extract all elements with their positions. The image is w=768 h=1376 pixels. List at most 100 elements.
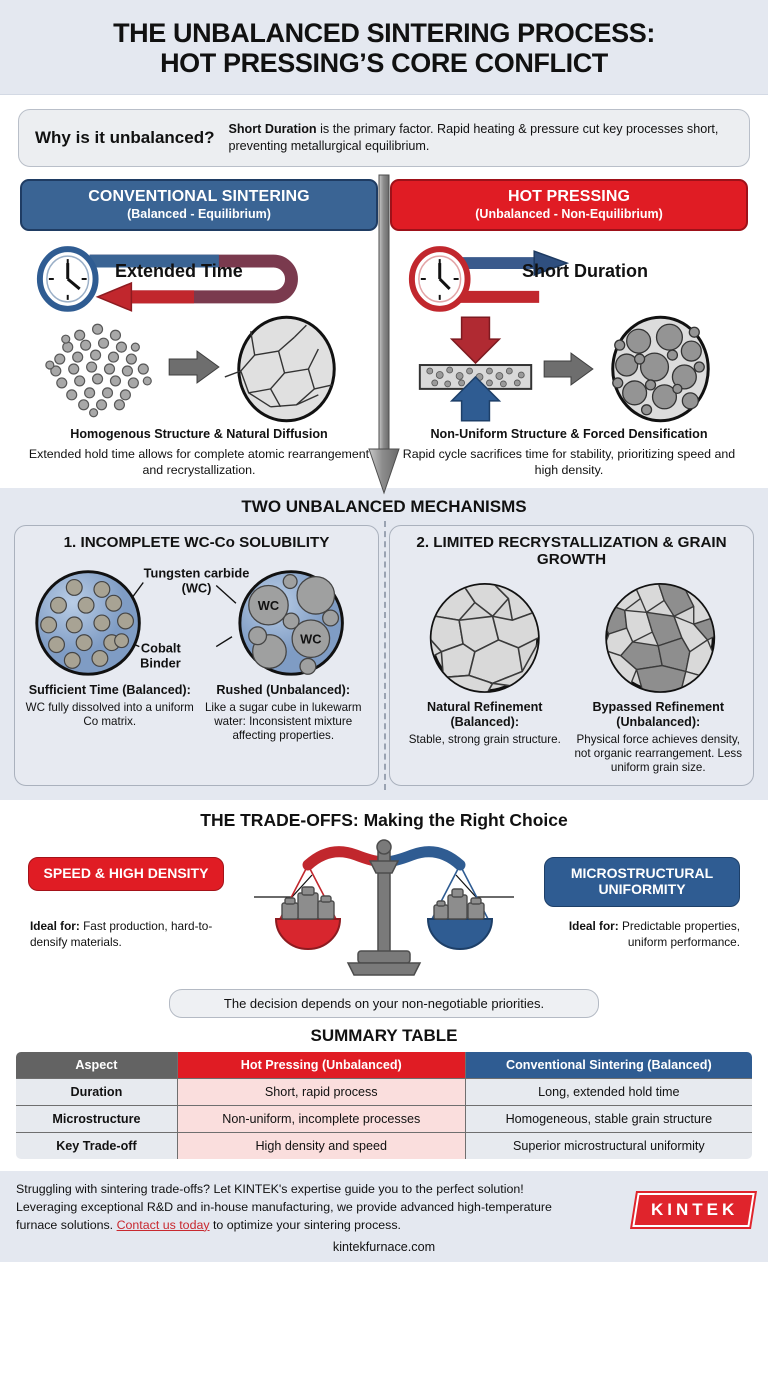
- column-hot-pressing: HOT PRESSING (Unbalanced - Non-Equilibri…: [384, 179, 754, 478]
- mechanisms-section: TWO UNBALANCED MECHANISMS 1. INCOMPLETE …: [0, 488, 768, 801]
- mechanism-2-heading: 2. LIMITED RECRYSTALLIZATION & GRAIN GRO…: [416, 534, 727, 569]
- why-answer-rest: is the primary factor. Rapid heating & p…: [228, 122, 719, 154]
- mechanism-2-left-desc: Stable, strong grain structure.: [408, 733, 561, 747]
- page-title-line2: HOT PRESSING’S CORE CONFLICT: [160, 48, 608, 79]
- short-duration-graphic: Short Duration: [390, 239, 748, 313]
- page-title: THE UNBALANCED SINTERING PROCESS: HOT PR…: [20, 18, 748, 78]
- mechanisms-title: TWO UNBALANCED MECHANISMS: [241, 497, 527, 517]
- tradeoff-right-ideal-label: Ideal for:: [568, 919, 619, 934]
- decision-note: The decision depends on your non-negotia…: [169, 989, 599, 1019]
- mechanism-2-right-title: Bypassed Refinement (Unbalanced):: [592, 700, 725, 730]
- mechanism-1-captions: Sufficient Time (Balanced): WC fully dis…: [23, 683, 370, 743]
- mechanism-1-left-title: Sufficient Time (Balanced):: [28, 683, 191, 698]
- tradeoff-right-ideal-text: Predictable properties, uniform performa…: [618, 919, 740, 949]
- tradeoff-left-ideal-label: Ideal for:: [30, 919, 80, 934]
- comparison-section: CONVENTIONAL SINTERING (Balanced - Equil…: [0, 171, 768, 496]
- conventional-header-sub: (Balanced - Equilibrium): [127, 207, 271, 222]
- why-box: Why is it unbalanced? Short Duration is …: [18, 109, 750, 168]
- table-header-conventional: Conventional Sintering (Balanced): [464, 1052, 752, 1080]
- hotpressing-header: HOT PRESSING (Unbalanced - Non-Equilibri…: [390, 179, 748, 232]
- hotpressing-header-main: HOT PRESSING: [507, 188, 631, 206]
- table-header-row: Aspect Hot Pressing (Unbalanced) Convent…: [16, 1052, 752, 1080]
- clock-icon: [36, 246, 99, 312]
- uniform-wc-co-circle: [35, 570, 141, 677]
- annotation-tungsten-carbide: Tungsten carbide: [144, 566, 250, 581]
- tradeoff-pill-speed-density[interactable]: SPEED & HIGH DENSITY: [28, 857, 224, 892]
- footer-cta-text: Struggling with sintering trade-offs? Le…: [16, 1181, 576, 1234]
- svg-text:(WC): (WC): [182, 581, 212, 596]
- rushed-wc-co-circle: WC WC: [238, 570, 344, 677]
- annotation-cobalt: Cobalt: [141, 641, 182, 656]
- mechanisms-cards: 1. INCOMPLETE WC-Co SOLUBILITY Tungsten …: [14, 521, 754, 791]
- page-title-line1: THE UNBALANCED SINTERING PROCESS:: [113, 18, 655, 48]
- why-section: Why is it unbalanced? Short Duration is …: [0, 95, 768, 172]
- mechanism-card-1: 1. INCOMPLETE WC-Co SOLUBILITY Tungsten …: [14, 525, 379, 787]
- title-band: THE UNBALANCED SINTERING PROCESS: HOT PR…: [0, 0, 768, 96]
- mechanism-2-figure: [398, 572, 745, 700]
- contact-us-link[interactable]: Contact us today: [116, 1217, 210, 1232]
- mechanism-1-left-desc: WC fully dissolved into a uniform Co mat…: [25, 701, 194, 729]
- tradeoffs-section: THE TRADE-OFFS: Making the Right Choice …: [0, 800, 768, 1019]
- tradeoff-left-ideal-text: Fast production, hard-to-densify materia…: [30, 919, 213, 949]
- conventional-microstructure-graphic: [20, 315, 378, 423]
- hotpressing-microstructure-graphic: [390, 315, 748, 423]
- mechanism-1-figure: Tungsten carbide (WC) Cobalt Binder: [23, 555, 370, 683]
- tradeoffs-title: THE TRADE-OFFS: Making the Right Choice: [200, 810, 568, 831]
- mechanisms-divider: [384, 521, 386, 791]
- footer-text-part2: to optimize your sintering process.: [209, 1217, 401, 1232]
- hotpressing-caption-bold: Non-Uniform Structure & Forced Densifica…: [430, 427, 708, 442]
- mechanism-1-right-desc: Like a sugar cube in lukewarm water: Inc…: [204, 701, 362, 743]
- table-cell-hot: Non-uniform, incomplete processes: [176, 1105, 466, 1134]
- footer: Struggling with sintering trade-offs? Le…: [0, 1171, 768, 1263]
- hotpressing-caption-sub: Rapid cycle sacrifices time for stabilit…: [402, 447, 736, 478]
- footer-text-part1: Struggling with sintering trade-offs? Le…: [16, 1182, 552, 1232]
- mechanism-2-captions: Natural Refinement (Balanced): Stable, s…: [398, 700, 745, 775]
- summary-table-section: SUMMARY TABLE Aspect Hot Pressing (Unbal…: [0, 1018, 768, 1162]
- extended-time-label: Extended Time: [115, 261, 243, 282]
- mechanism-2-right-desc: Physical force achieves density, not org…: [574, 733, 743, 775]
- tradeoff-left-ideal: Ideal for: Fast production, hard-to-dens…: [30, 919, 226, 949]
- mechanism-1-heading: 1. INCOMPLETE WC-Co SOLUBILITY: [63, 534, 330, 552]
- table-row: Key Trade-off High density and speed Sup…: [16, 1132, 752, 1160]
- summary-table-title: SUMMARY TABLE: [310, 1026, 458, 1046]
- extended-time-graphic: Extended Time: [20, 239, 378, 313]
- tradeoff-pill-microstructural-uniformity[interactable]: MICROSTRUCTURAL UNIFORMITY: [544, 857, 740, 907]
- table-row: Duration Short, rapid process Long, exte…: [16, 1078, 752, 1107]
- hotpressing-header-sub: (Unbalanced - Non-Equilibrium): [475, 207, 663, 222]
- table-cell-aspect: Key Trade-off: [16, 1132, 178, 1160]
- table-cell-aspect: Duration: [16, 1078, 178, 1107]
- table-cell-conv: Homogeneous, stable grain structure: [464, 1105, 752, 1134]
- mechanism-2-left-title: Natural Refinement (Balanced):: [427, 700, 543, 730]
- short-duration-label: Short Duration: [522, 261, 648, 282]
- kintek-logo[interactable]: KINTEK: [632, 1193, 755, 1228]
- nonuniform-grain-circle: [605, 583, 716, 694]
- table-cell-conv: Long, extended hold time: [464, 1078, 752, 1107]
- table-cell-aspect: Microstructure: [16, 1105, 178, 1134]
- mechanism-card-2: 2. LIMITED RECRYSTALLIZATION & GRAIN GRO…: [389, 525, 754, 787]
- process-direction-arrow: [367, 171, 401, 506]
- wc-label: WC: [300, 632, 321, 647]
- column-conventional-sintering: CONVENTIONAL SINTERING (Balanced - Equil…: [14, 179, 384, 478]
- table-header-aspect: Aspect: [16, 1052, 178, 1080]
- table-cell-hot: High density and speed: [176, 1132, 466, 1160]
- conventional-header-main: CONVENTIONAL SINTERING: [88, 188, 310, 206]
- uniform-grain-circle: [429, 583, 540, 694]
- balance-scale-icon: [254, 839, 514, 977]
- table-cell-conv: Superior microstructural uniformity: [464, 1132, 752, 1160]
- table-row: Microstructure Non-uniform, incomplete p…: [16, 1105, 752, 1134]
- conventional-caption-bold: Homogenous Structure & Natural Diffusion: [70, 427, 328, 442]
- why-question: Why is it unbalanced?: [35, 128, 215, 148]
- table-header-hot-pressing: Hot Pressing (Unbalanced): [176, 1052, 466, 1080]
- svg-text:Binder: Binder: [140, 656, 181, 671]
- summary-table: Aspect Hot Pressing (Unbalanced) Convent…: [14, 1050, 754, 1162]
- tradeoff-right-ideal: Ideal for: Predictable properties, unifo…: [540, 919, 740, 949]
- conventional-caption-sub: Extended hold time allows for complete a…: [28, 447, 370, 478]
- mechanism-1-right-title: Rushed (Unbalanced):: [216, 683, 351, 698]
- why-answer: Short Duration is the primary factor. Ra…: [228, 121, 733, 155]
- wc-label: WC: [258, 598, 279, 613]
- tradeoffs-body: SPEED & HIGH DENSITY Ideal for: Fast pro…: [14, 835, 754, 985]
- footer-url[interactable]: kintekfurnace.com: [332, 1240, 436, 1255]
- conventional-header: CONVENTIONAL SINTERING (Balanced - Equil…: [20, 179, 378, 232]
- table-cell-hot: Short, rapid process: [176, 1078, 466, 1107]
- why-answer-emphasis: Short Duration: [228, 122, 317, 137]
